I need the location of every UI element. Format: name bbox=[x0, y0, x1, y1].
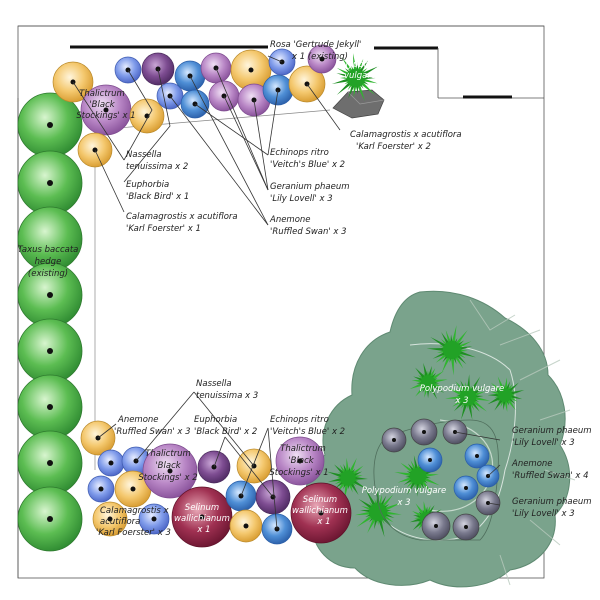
fern-center bbox=[498, 388, 512, 402]
label-rosa-line1: Rosa 'Gertrude Jekyll' bbox=[270, 40, 361, 50]
fern-clump bbox=[354, 488, 403, 538]
fern-center bbox=[368, 502, 388, 522]
fern-clump bbox=[326, 457, 368, 500]
fern-center bbox=[442, 340, 462, 360]
label-calamagrostis-top-1: Calamagrostis x acutiflora'Karl Foerster… bbox=[126, 212, 238, 234]
fern-clump bbox=[409, 362, 448, 400]
label-geranium-right-1: Geranium phaeum'Lily Lovell' x 3 bbox=[512, 426, 592, 448]
fern-center bbox=[346, 68, 366, 88]
fern-clump bbox=[426, 325, 476, 376]
fern-center bbox=[459, 388, 477, 406]
garden-boundary bbox=[17, 25, 545, 579]
bottom-border-plants bbox=[80, 420, 352, 548]
label-geranium-top: Geranium phaeum'Lily Lovell' x 3 bbox=[270, 182, 350, 204]
fern-clump bbox=[445, 374, 491, 420]
fern-clump bbox=[487, 376, 525, 412]
label-anemone-right: Anemone'Ruffled Swan' x 4 bbox=[511, 459, 589, 481]
fern-clump bbox=[331, 53, 379, 102]
label-calamagrostis-top-2: Calamagrostis x acutiflora'Karl Foerster… bbox=[350, 130, 462, 152]
fern-clump bbox=[394, 453, 440, 497]
fern-center bbox=[421, 375, 435, 389]
label-anemone-top: Anemone'Ruffled Swan' x 3 bbox=[269, 215, 347, 237]
rock bbox=[332, 89, 385, 119]
label-euphorbia-bottom: Euphorbia'Black Bird' x 2 bbox=[194, 415, 257, 437]
label-echinops-bottom: Echinops ritro'Veitch's Blue' x 2 bbox=[270, 415, 345, 437]
label-rosa: Rosa 'Gertrude Jekyll' x 1 (existing) bbox=[270, 40, 361, 62]
fern-center bbox=[409, 467, 427, 485]
fern-center bbox=[340, 470, 356, 486]
label-euphorbia-top: Euphorbia'Black Bird' x 1 bbox=[126, 180, 189, 202]
top-border-plants bbox=[52, 44, 337, 168]
label-echinops-top: Echinops ritro'Veitch's Blue' x 2 bbox=[270, 148, 345, 170]
label-anemone-bottom: Anemone'Ruffled Swan' x 3 bbox=[114, 415, 191, 437]
shade-bed-plants bbox=[373, 418, 501, 541]
fern-clumps bbox=[326, 53, 525, 538]
label-rosa-line2: x 1 (existing) bbox=[291, 52, 348, 62]
leader-lines bbox=[72, 55, 501, 530]
label-geranium-right-2: Geranium phaeum'Lily Lovell' x 3 bbox=[512, 497, 592, 519]
taxus-hedge bbox=[17, 92, 83, 552]
plant-labels: Rosa 'Gertrude Jekyll' x 1 (existing) Pol… bbox=[18, 40, 592, 538]
